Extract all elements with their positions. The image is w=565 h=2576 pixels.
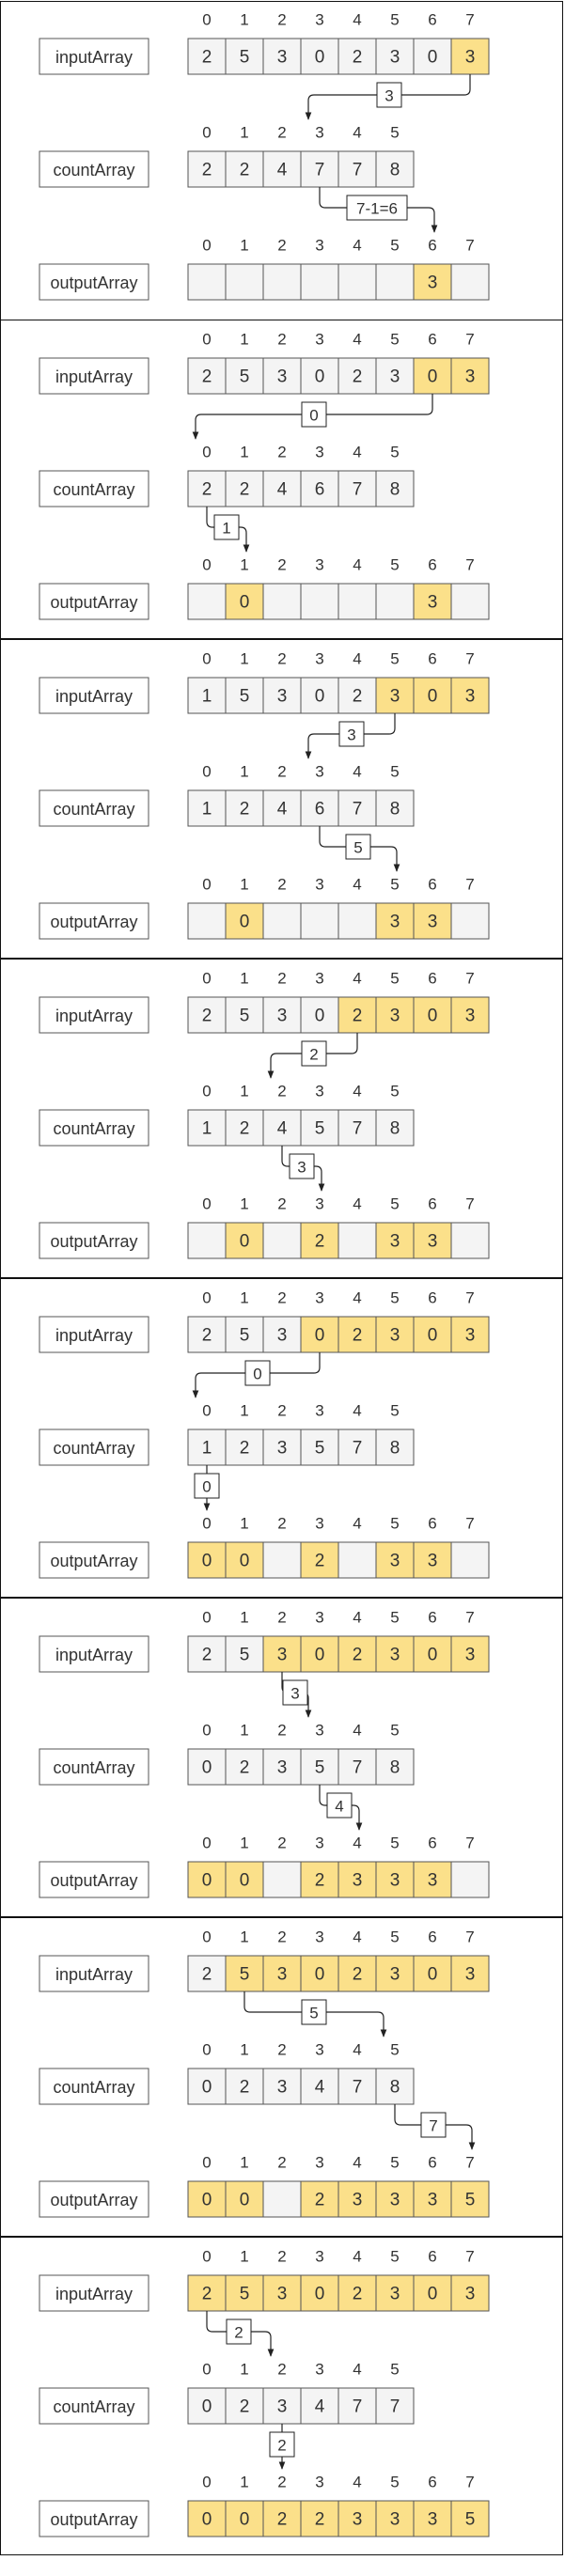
step-panel-6 <box>0 1598 563 1917</box>
step-panel-3 <box>0 639 563 959</box>
step-panel-1 <box>0 1 563 320</box>
step-panel-2 <box>0 320 563 639</box>
step-panel-8 <box>0 2237 563 2555</box>
step-panel-4 <box>0 959 563 1278</box>
step-panel-5 <box>0 1278 563 1598</box>
step-panel-7 <box>0 1917 563 2237</box>
